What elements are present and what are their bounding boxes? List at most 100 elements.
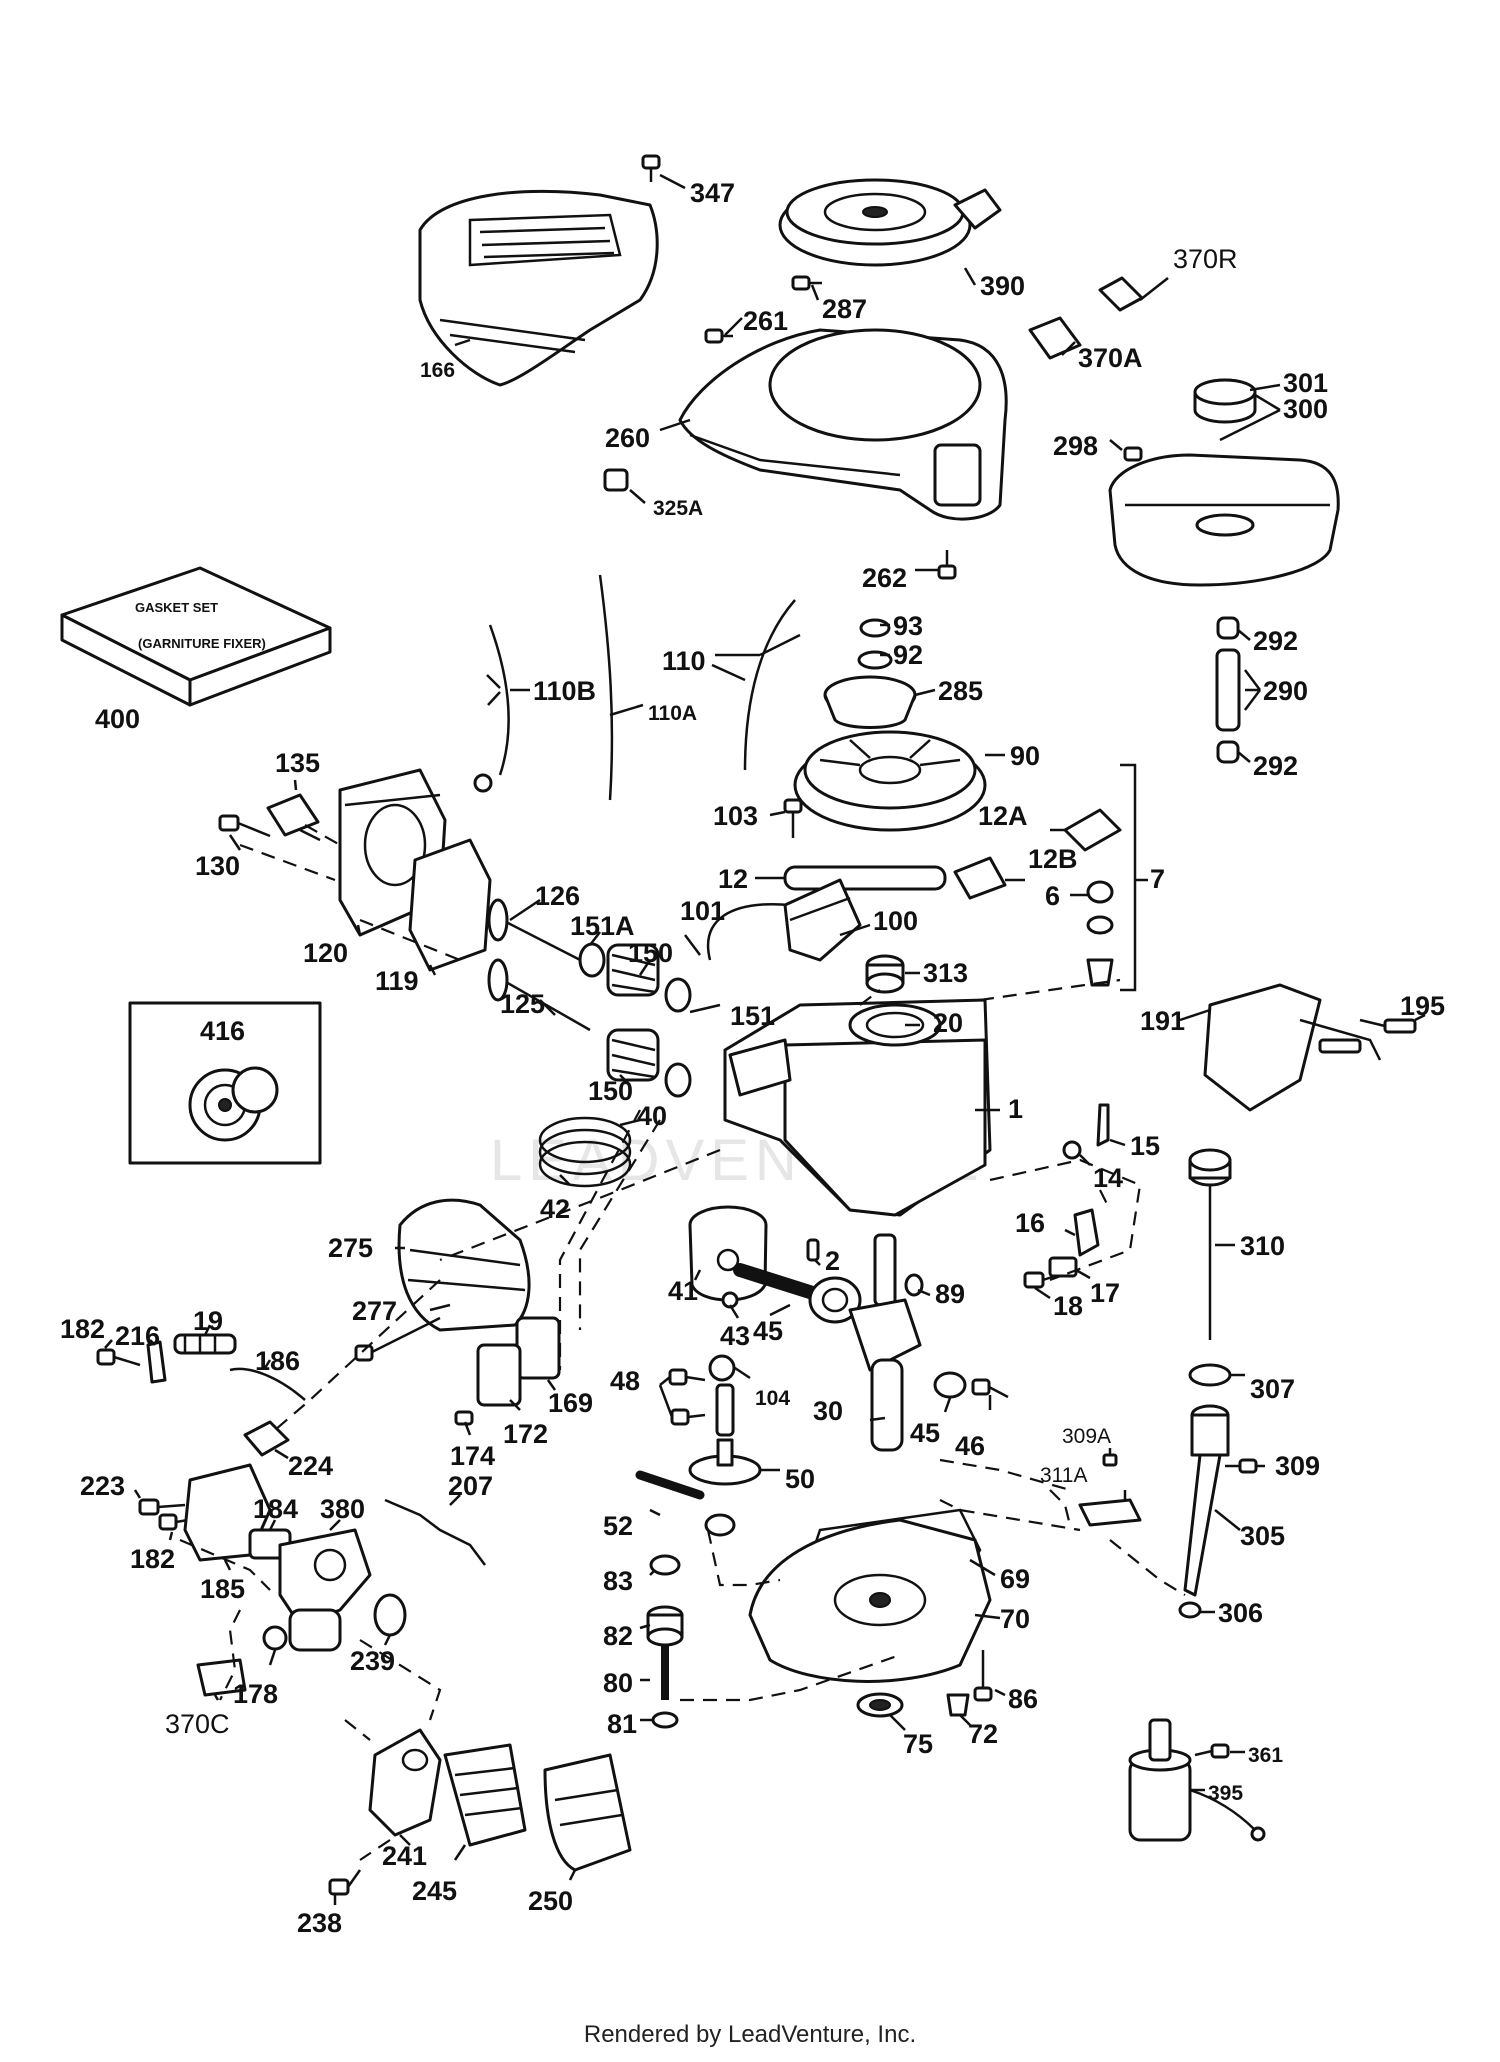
part-370a-decal xyxy=(1028,316,1082,360)
callout-298: 298 xyxy=(1053,431,1098,461)
callout-126: 126 xyxy=(535,881,580,911)
callout-370r: 370R xyxy=(1173,244,1238,274)
callout-300: 300 xyxy=(1283,394,1328,424)
callout-184: 184 xyxy=(253,1494,298,1524)
callout-92: 92 xyxy=(893,640,923,670)
part-151-retainer-upper xyxy=(664,977,692,1013)
part-110-lead xyxy=(743,599,796,771)
part-150-valve-spring-upper xyxy=(606,943,660,997)
callout-380: 380 xyxy=(320,1494,365,1524)
callout-16: 16 xyxy=(1015,1208,1045,1238)
part-12b-breather-grommet xyxy=(953,856,1007,900)
callout-14: 14 xyxy=(1093,1163,1123,1193)
callout-191: 191 xyxy=(1140,1006,1185,1036)
part-82-gear xyxy=(646,1605,684,1647)
part-135-spark-plug xyxy=(266,793,321,842)
callout-135: 135 xyxy=(275,748,320,778)
part-90-flywheel xyxy=(793,730,987,832)
callout-216: 216 xyxy=(115,1321,160,1351)
part-292-clamp-lower xyxy=(1216,740,1240,764)
callout-90: 90 xyxy=(1010,741,1040,771)
part-126-valve xyxy=(487,898,591,967)
part-309a-screw xyxy=(1102,1453,1118,1467)
callout-40: 40 xyxy=(637,1101,667,1131)
part-275-muffler xyxy=(397,1198,531,1332)
callout-20: 20 xyxy=(933,1008,963,1038)
callout-150-lower: 150 xyxy=(588,1076,633,1106)
part-169-gasket xyxy=(515,1316,561,1380)
part-83-bushing xyxy=(649,1554,681,1576)
part-182-screw-upper xyxy=(96,1348,141,1367)
part-262-screw xyxy=(937,550,957,580)
callout-12: 12 xyxy=(718,864,748,894)
part-223-screw xyxy=(138,1498,186,1516)
callout-15: 15 xyxy=(1130,1131,1160,1161)
gasket-box-line1: GASKET SET xyxy=(135,600,218,615)
part-245-air-filter xyxy=(443,1743,527,1847)
part-292-clamp-upper xyxy=(1216,616,1240,640)
callout-186: 186 xyxy=(255,1346,300,1376)
part-301-fuel-cap xyxy=(1193,378,1257,424)
part-81-washer xyxy=(651,1711,679,1729)
part-70-oil-sump xyxy=(748,1518,992,1683)
part-101-spark-plug-lead xyxy=(707,903,791,961)
part-277-screw xyxy=(354,1316,441,1362)
part-311a-bracket xyxy=(1078,1498,1142,1527)
part-310-dipstick xyxy=(1188,1148,1232,1340)
dashed-alignment-lines xyxy=(179,824,1186,1861)
callout-130: 130 xyxy=(195,851,240,881)
callout-395: 395 xyxy=(1208,1782,1243,1805)
part-370c-decal xyxy=(196,1658,247,1697)
callout-311a: 311A xyxy=(1040,1464,1088,1487)
part-395-starter-motor xyxy=(1128,1718,1266,1842)
callout-275: 275 xyxy=(328,1233,373,1263)
part-18-screw xyxy=(1023,1271,1056,1289)
gasket-box-line2: (GARNITURE FIXER) xyxy=(138,636,266,651)
callout-42: 42 xyxy=(540,1194,570,1224)
part-325a-clip xyxy=(603,468,629,492)
callout-305: 305 xyxy=(1240,1521,1285,1551)
part-306-washer xyxy=(1178,1601,1202,1619)
callout-7: 7 xyxy=(1150,864,1165,894)
callout-81: 81 xyxy=(607,1709,637,1739)
part-125-valve xyxy=(487,958,591,1032)
callout-245: 245 xyxy=(412,1876,457,1906)
callout-169: 169 xyxy=(548,1388,593,1418)
part-30-crankshaft xyxy=(848,1233,922,1452)
part-93-nut xyxy=(859,618,891,638)
callout-6: 6 xyxy=(1045,881,1060,911)
part-178-fitting xyxy=(262,1625,288,1651)
part-45-connecting-rod xyxy=(733,1263,862,1324)
callout-260: 260 xyxy=(605,423,650,453)
part-151a-retainer xyxy=(578,942,606,978)
part-150-valve-spring-lower xyxy=(606,1028,660,1082)
callout-207: 207 xyxy=(448,1471,493,1501)
part-347-screw xyxy=(641,154,661,182)
callout-310: 310 xyxy=(1240,1231,1285,1261)
callout-100: 100 xyxy=(873,906,918,936)
callout-labels: 347 390 287 370R 166 261 370A 260 301 30… xyxy=(60,178,1445,1938)
callout-120: 120 xyxy=(303,938,348,968)
callout-125: 125 xyxy=(500,989,545,1019)
part-42-piston-rings xyxy=(538,1116,632,1188)
part-380-carburetor xyxy=(278,1528,372,1652)
part-2-dowel xyxy=(806,1238,820,1262)
callout-416: 416 xyxy=(200,1016,245,1046)
callout-30: 30 xyxy=(813,1396,843,1426)
callout-239: 239 xyxy=(350,1646,395,1676)
part-130-head-bolt xyxy=(218,814,271,838)
callout-41: 41 xyxy=(668,1276,698,1306)
render-credit-footer: Rendered by LeadVenture, Inc. xyxy=(583,2021,917,2048)
callout-103: 103 xyxy=(713,801,758,831)
callout-17: 17 xyxy=(1090,1278,1120,1308)
part-19-spring xyxy=(173,1333,237,1355)
callout-172: 172 xyxy=(503,1419,548,1449)
part-186-link-rod xyxy=(229,1367,306,1401)
callout-46: 46 xyxy=(955,1431,985,1461)
callout-241: 241 xyxy=(382,1841,427,1871)
callout-306: 306 xyxy=(1218,1598,1263,1628)
callout-287: 287 xyxy=(822,294,867,324)
callout-182-lower: 182 xyxy=(130,1544,175,1574)
part-166-engine-cover xyxy=(418,189,659,387)
